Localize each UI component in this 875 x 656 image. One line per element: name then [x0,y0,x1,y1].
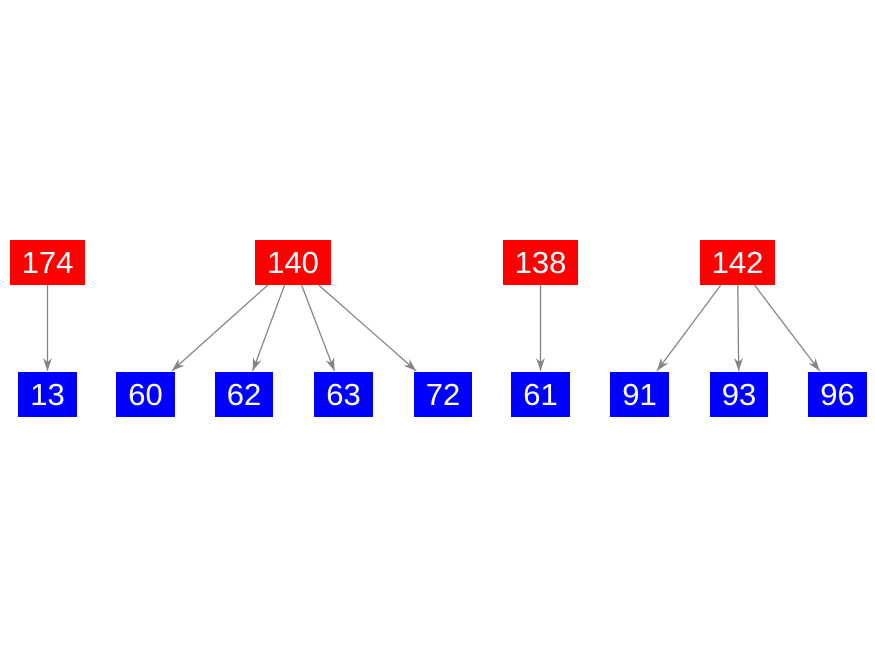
tree-node-96: 96 [808,372,867,417]
tree-edge-142-91 [656,284,722,372]
tree-node-142: 142 [700,240,775,285]
tree-node-63: 63 [314,372,373,417]
tree-edge-140-62 [252,284,286,372]
tree-node-60: 60 [116,372,175,417]
tree-node-93: 93 [710,372,768,417]
tree-node-72: 72 [414,372,472,417]
tree-node-140: 140 [255,240,331,285]
tree-node-13: 13 [18,372,77,417]
tree-edge-142-96 [753,284,821,372]
tree-edge-140-63 [300,284,336,372]
tree-node-174: 174 [10,240,85,285]
tree-node-62: 62 [215,372,273,417]
tree-edge-140-72 [318,284,417,372]
tree-node-138: 138 [503,240,578,285]
tree-edge-142-93 [734,284,744,372]
tree-edge-140-60 [171,284,269,372]
tree-node-91: 91 [610,372,669,417]
tree-node-61: 61 [511,372,570,417]
